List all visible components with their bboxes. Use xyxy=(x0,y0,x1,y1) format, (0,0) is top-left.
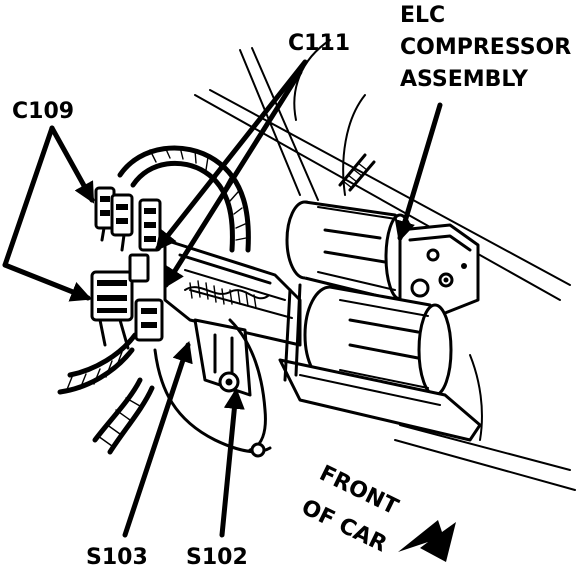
leader-arrows xyxy=(2,59,443,538)
front-of-car-arrow-icon xyxy=(398,520,456,562)
c109-connector-lower xyxy=(90,270,134,350)
label-elc-line1: ELC xyxy=(400,3,445,28)
label-elc-line2: COMPRESSOR xyxy=(400,35,571,60)
mounting-bracket xyxy=(163,238,302,397)
coil-hose xyxy=(184,153,376,309)
c111-connector xyxy=(128,198,164,342)
label-c111: C111 xyxy=(288,31,350,56)
elc-compressor xyxy=(278,200,482,442)
label-c109: C109 xyxy=(12,99,74,124)
c109-connector-upper xyxy=(94,186,134,252)
label-s103: S103 xyxy=(86,545,148,570)
label-elc-line3: ASSEMBLY xyxy=(400,67,529,92)
ground-wire-s102 xyxy=(228,318,267,458)
label-s102: S102 xyxy=(186,545,248,570)
